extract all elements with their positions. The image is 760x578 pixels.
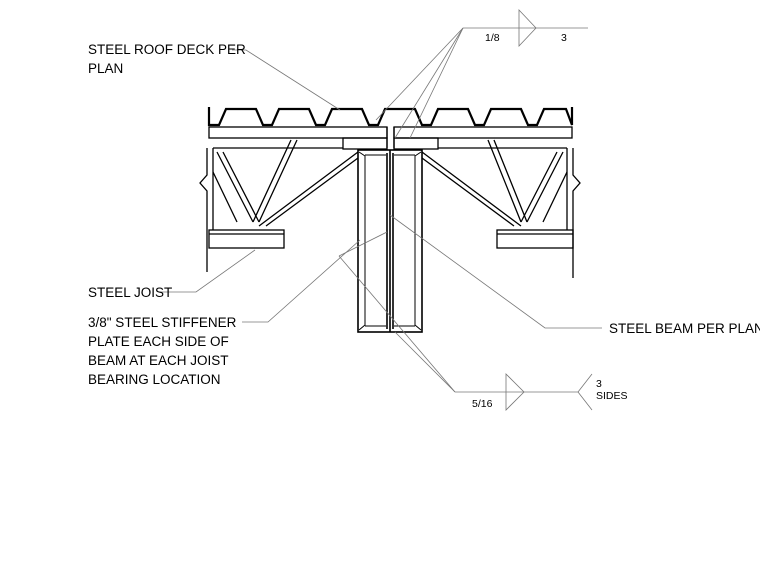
steel-beam bbox=[357, 149, 423, 333]
bearing-seats bbox=[342, 137, 439, 150]
steel-beam-note: STEEL BEAM PER PLAN bbox=[609, 321, 760, 336]
joist-top-chords bbox=[208, 126, 573, 148]
bottom-weld-note: 3 SIDES bbox=[596, 378, 628, 402]
top-weld-size: 1/8 bbox=[485, 32, 500, 44]
left-joist bbox=[199, 139, 359, 272]
right-joist bbox=[421, 139, 581, 278]
roof-deck-note: STEEL ROOF DECK PER PLAN bbox=[88, 42, 246, 76]
leader-lines bbox=[160, 27, 602, 393]
bottom-weld-size: 5/16 bbox=[472, 398, 493, 410]
weld-symbol-bottom-triangle bbox=[505, 373, 593, 411]
weld-symbol-top-triangle bbox=[518, 8, 537, 48]
top-weld-length: 3 bbox=[561, 32, 567, 44]
stiffener-note: 3/8" STEEL STIFFENER PLATE EACH SIDE OF … bbox=[88, 315, 237, 387]
roof-deck bbox=[207, 107, 574, 127]
steel-joist-note: STEEL JOIST bbox=[88, 285, 173, 300]
